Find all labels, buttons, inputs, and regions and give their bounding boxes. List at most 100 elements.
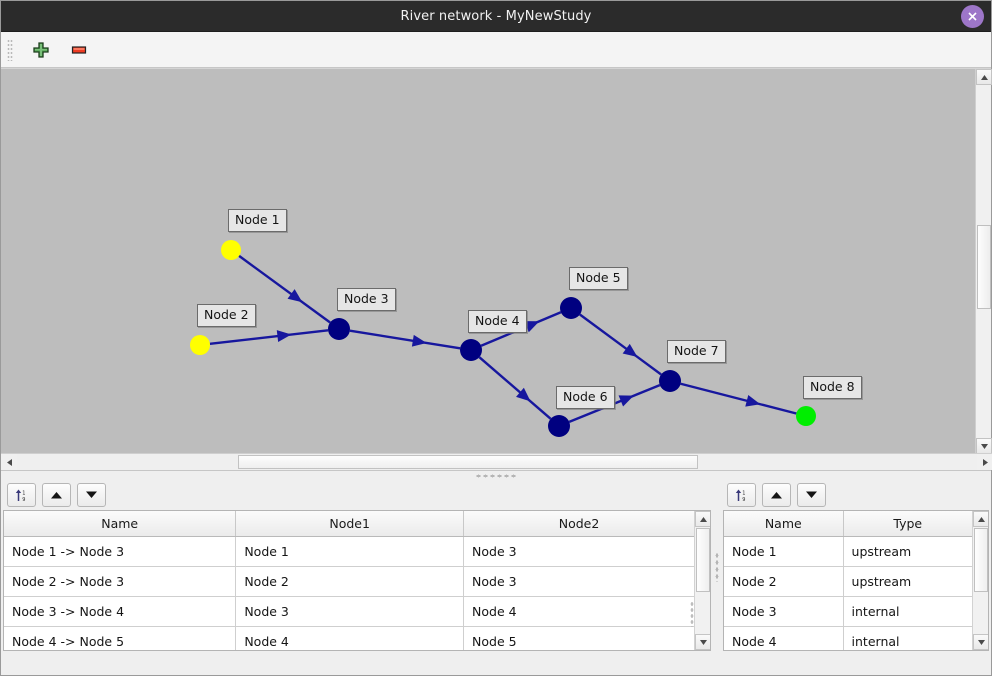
scroll-left-button[interactable] [1,454,17,470]
canvas-hscroll-thumb[interactable] [238,455,698,469]
column-header[interactable]: Node1 [235,511,465,537]
node-table-vscroll-thumb[interactable] [974,528,988,592]
table-cell[interactable]: Node 1 -> Node 3 [4,536,237,567]
caret-left-icon [6,458,12,466]
svg-text:1: 1 [742,490,745,496]
table-cell[interactable]: Node 2 [235,566,465,597]
graph-node-label[interactable]: Node 3 [337,288,396,311]
graph-edge[interactable] [680,382,797,415]
graph-edge[interactable] [238,254,331,324]
graph-node[interactable] [659,370,681,392]
caret-up-icon [977,516,985,522]
toolbar-drag-handle[interactable] [7,38,13,61]
table-cell[interactable]: Node 4 [463,596,694,627]
node-table-vertical-scrollbar[interactable] [972,511,988,650]
graph-node[interactable] [328,318,350,340]
vertical-splitter[interactable] [713,480,721,653]
scroll-down-button[interactable] [976,438,992,454]
graph-node-label[interactable]: Node 8 [803,376,862,399]
scroll-down-button[interactable] [973,634,988,650]
horizontal-splitter[interactable] [1,470,991,480]
table-cell[interactable]: Node 4 [724,626,844,650]
scroll-right-button[interactable] [977,454,992,470]
table-cell[interactable]: Node 3 [235,596,465,627]
move-up-button[interactable] [762,483,791,507]
branch-pane-toolbar: 1 9 [1,480,713,510]
scroll-up-button[interactable] [695,511,710,527]
scroll-down-button[interactable] [695,634,710,650]
graph-node[interactable] [560,297,582,319]
canvas-horizontal-scrollbar[interactable] [1,453,992,470]
green-plus-icon [33,41,49,58]
graph-node-label[interactable]: Node 7 [667,340,726,363]
graph-edge[interactable] [209,329,329,346]
table-cell[interactable]: Node 2 [724,566,844,597]
graph-edge[interactable] [478,356,552,420]
graph-edge-arrow [618,395,634,407]
title-bar: River network - MyNewStudy [1,1,991,32]
table-cell[interactable]: Node 5 [463,626,694,650]
graph-node-label[interactable]: Node 6 [556,386,615,409]
close-button[interactable] [961,5,984,28]
graph-edge[interactable] [579,313,662,376]
graph-node[interactable] [190,335,210,355]
table-cell[interactable]: Node 3 [463,536,694,567]
graph-node[interactable] [796,406,816,426]
branch-table-vertical-scrollbar[interactable] [690,511,710,650]
splitter-grip-icon [475,473,517,478]
table-cell[interactable]: Node 3 [724,596,844,627]
column-header[interactable]: Type [843,511,972,537]
column-header[interactable]: Name [4,511,237,537]
scroll-up-button[interactable] [976,69,992,85]
sort-button[interactable]: 1 9 [727,483,756,507]
table-cell[interactable]: upstream [843,566,972,597]
table-cell[interactable]: Node 4 [235,626,465,650]
scroll-up-button[interactable] [973,511,988,527]
move-down-button[interactable] [77,483,106,507]
graph-node-label[interactable]: Node 4 [468,310,527,333]
table-cell[interactable]: Node 1 [235,536,465,567]
graph-node[interactable] [221,240,241,260]
canvas-hscroll-track[interactable] [17,454,977,470]
canvas-vertical-scrollbar[interactable] [975,69,992,454]
graph-edges-layer [190,240,816,437]
move-down-button[interactable] [797,483,826,507]
graph-edge[interactable] [349,329,461,350]
table-cell[interactable]: internal [843,626,972,650]
table-cell[interactable]: Node 3 -> Node 4 [4,596,237,627]
sort-button[interactable]: 1 9 [7,483,36,507]
table-cell[interactable]: Node 4 -> Node 5 [4,626,237,650]
table-cell[interactable]: internal [843,596,972,627]
add-node-button[interactable] [29,38,53,62]
graph-node[interactable] [460,339,482,361]
table-cell[interactable]: Node 3 [463,566,694,597]
graph-node-label[interactable]: Node 2 [197,304,256,327]
table-cell[interactable]: upstream [843,536,972,567]
canvas-vscroll-thumb[interactable] [977,225,991,309]
branch-table-vscroll-thumb[interactable] [696,528,710,592]
column-header[interactable]: Node2 [463,511,694,537]
delete-node-button[interactable] [67,38,91,62]
table-cell[interactable]: Node 1 [724,536,844,567]
graph-node-label[interactable]: Node 5 [569,267,628,290]
column-header[interactable]: Name [724,511,844,537]
caret-down-icon [699,639,707,645]
graph-node[interactable] [548,415,570,437]
river-network-diagram[interactable]: Node 1 Node 2 Node 3 Node 4 Node 5 Node 6 Node… [1,69,976,454]
graph-node-label[interactable]: Node 1 [228,209,287,232]
status-bar [1,653,991,675]
table-cell[interactable]: Node 2 -> Node 3 [4,566,237,597]
move-up-button[interactable] [42,483,71,507]
